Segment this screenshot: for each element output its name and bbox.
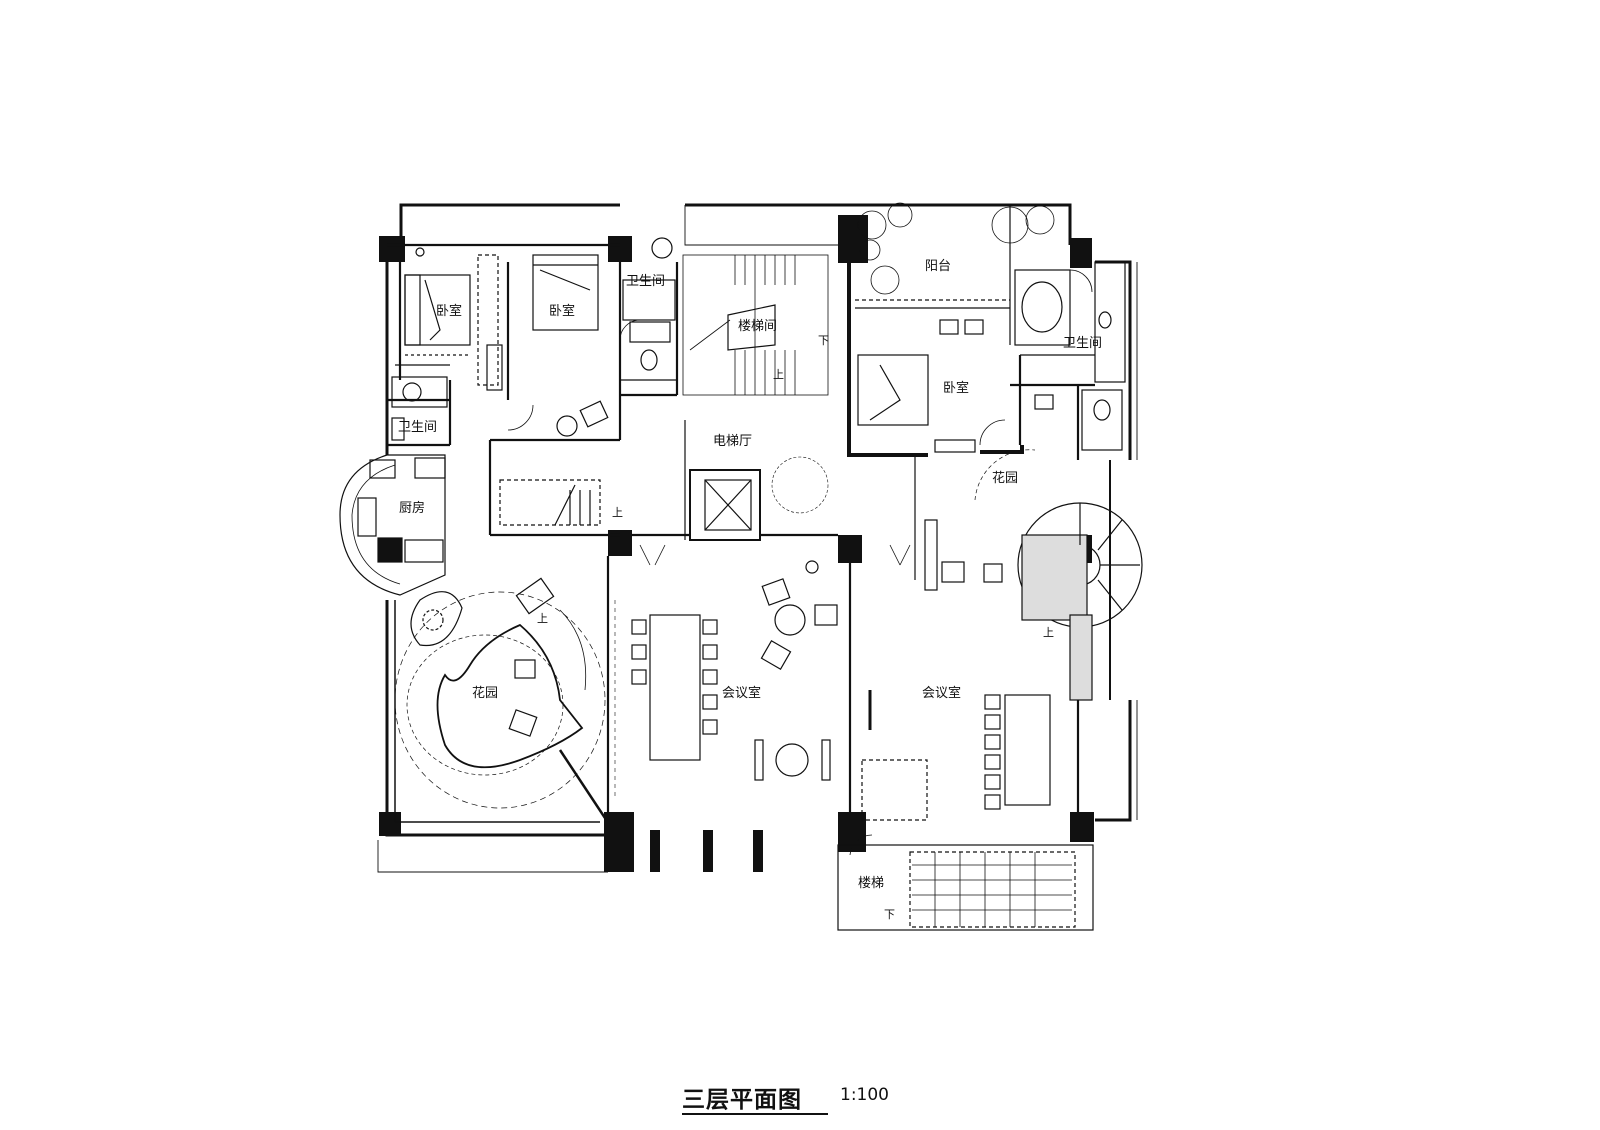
room-label-bedroom-1: 卧室: [436, 303, 462, 319]
meeting-room-1-chairs: [631, 619, 718, 735]
marker-up-spiral: 上: [1043, 626, 1054, 639]
marker-up-hall: 上: [612, 506, 623, 519]
marker-down-bottom: 下: [884, 908, 895, 921]
meeting-room-2-furniture: [861, 449, 1051, 821]
elevator-hall-features: [499, 420, 911, 566]
bedroom-3-walls: [847, 230, 1024, 457]
bedroom-1-furniture: [395, 247, 499, 386]
room-label-balcony: 阳台: [925, 259, 951, 274]
room-label-garden-1: 花园: [992, 470, 1018, 486]
stairwell-steps: [682, 254, 829, 396]
outer-thin-lines: [377, 205, 1138, 873]
plan-scale: 1:100: [840, 1085, 889, 1105]
room-label-kitchen: 厨房: [399, 500, 425, 516]
room-labels: 卧室 卧室 卫生间 楼梯间 阳台 卫生间 卧室 卫生间 电梯厅 厨房 花园 花园…: [398, 259, 1102, 891]
room-label-stairs: 楼梯: [858, 876, 884, 891]
bottom-stairs: [837, 834, 1094, 931]
room-label-meeting-room-1: 会议室: [722, 685, 761, 701]
plan-title: 三层平面图: [682, 1087, 802, 1113]
meeting-room-2-chairs: [984, 694, 1001, 810]
stair-treads: [734, 255, 796, 395]
bathroom-1-fixtures: [619, 237, 677, 381]
bedroom-2-furniture: [486, 254, 609, 437]
room-label-bedroom-2: 卧室: [549, 303, 575, 319]
room-label-garden-2: 花园: [472, 685, 498, 701]
meeting-room-1-furniture: [614, 560, 838, 800]
room-label-bedroom-3: 卧室: [943, 380, 969, 396]
bathroom-2-fixtures: [1020, 261, 1126, 383]
bathroom-1-left-fixtures: [391, 376, 448, 441]
room-label-bathroom-1: 卫生间: [626, 274, 665, 289]
balcony-features: [855, 202, 1071, 346]
room-label-bathroom-2: 卫生间: [1063, 336, 1102, 351]
room-label-bathroom-3: 卫生间: [398, 420, 437, 435]
bathroom-3-fixtures: [1034, 389, 1123, 451]
room-label-elevator-hall: 电梯厅: [713, 434, 752, 449]
title-underline: [682, 1113, 828, 1115]
spiral-stair: [1017, 460, 1143, 701]
marker-down-stairwell: 下: [818, 334, 829, 347]
room-label-meeting-room-2: 会议室: [922, 685, 961, 701]
plan-linework: [339, 202, 1143, 931]
marker-up-stairwell: 上: [773, 368, 784, 381]
room-label-stairwell: 楼梯间: [738, 319, 777, 334]
bedroom-3-furniture: [857, 354, 1006, 453]
stair-direction-markers: 下 上 上 上 上 下: [537, 334, 1054, 921]
bottom-stair-treads: [912, 852, 1072, 927]
kitchen-fixtures: [339, 454, 446, 596]
marker-up-garden: 上: [537, 612, 548, 625]
left-garden-features: [394, 577, 607, 823]
